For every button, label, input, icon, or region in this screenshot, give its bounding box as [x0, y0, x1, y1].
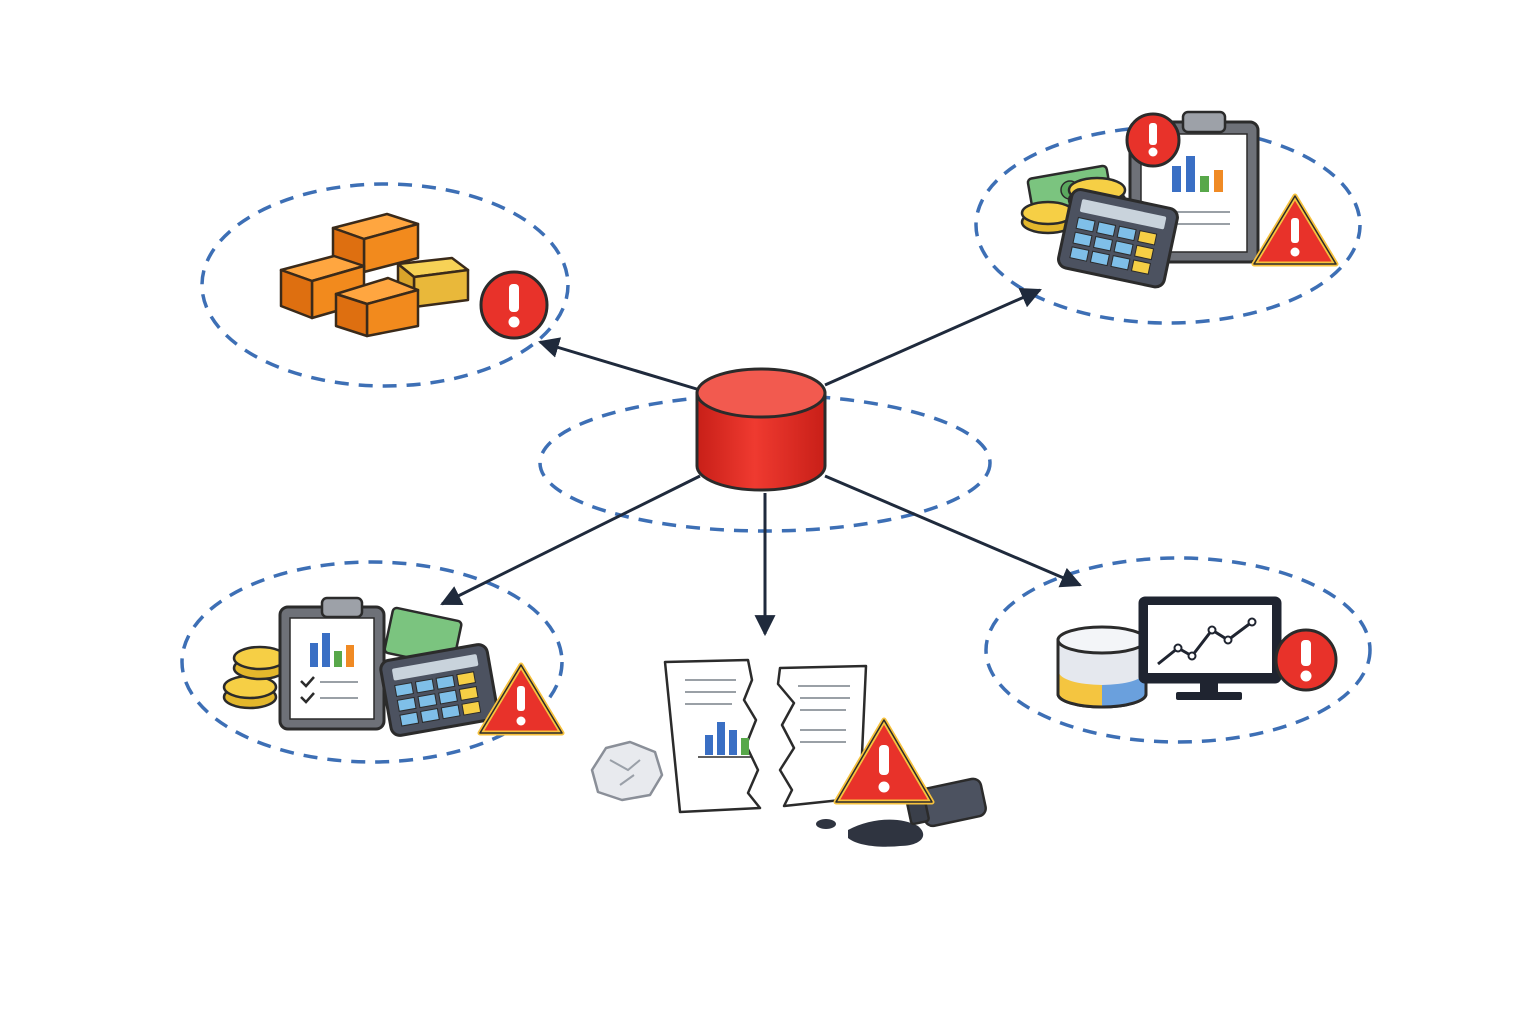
arrow-to-top-left [537, 337, 701, 392]
monitor-chart-icon [1138, 596, 1282, 700]
node-bottom-center [590, 658, 987, 847]
warning-triangle-icon [1251, 193, 1339, 267]
torn-report-icon [663, 658, 868, 814]
database-cylinder-icon [695, 367, 827, 492]
arrow-to-right [824, 474, 1082, 588]
connections [440, 288, 1082, 637]
arrow-to-top-right [824, 288, 1042, 387]
node-top-right [1020, 110, 1339, 289]
arrow-to-bottom-left [440, 474, 701, 606]
ring-right [984, 556, 1372, 744]
error-circle-icon [479, 270, 549, 340]
ring-bottom-left [180, 560, 564, 764]
clipboard-checklist-icon [278, 596, 386, 731]
calculator-icon [379, 643, 500, 737]
warning-triangle-icon [833, 717, 935, 805]
database-icon [1056, 625, 1148, 709]
ring-top-left [200, 182, 570, 388]
calculator-icon [1057, 188, 1179, 289]
error-circle-icon [1274, 628, 1338, 692]
node-right [1056, 596, 1338, 709]
boxes-icon [279, 212, 470, 338]
node-bottom-left [222, 596, 565, 737]
warning-triangle-icon [477, 662, 565, 736]
error-circle-icon [1125, 112, 1181, 168]
coins-icon [222, 645, 288, 710]
node-top-left [279, 212, 549, 340]
crumpled-paper-icon [590, 740, 664, 802]
